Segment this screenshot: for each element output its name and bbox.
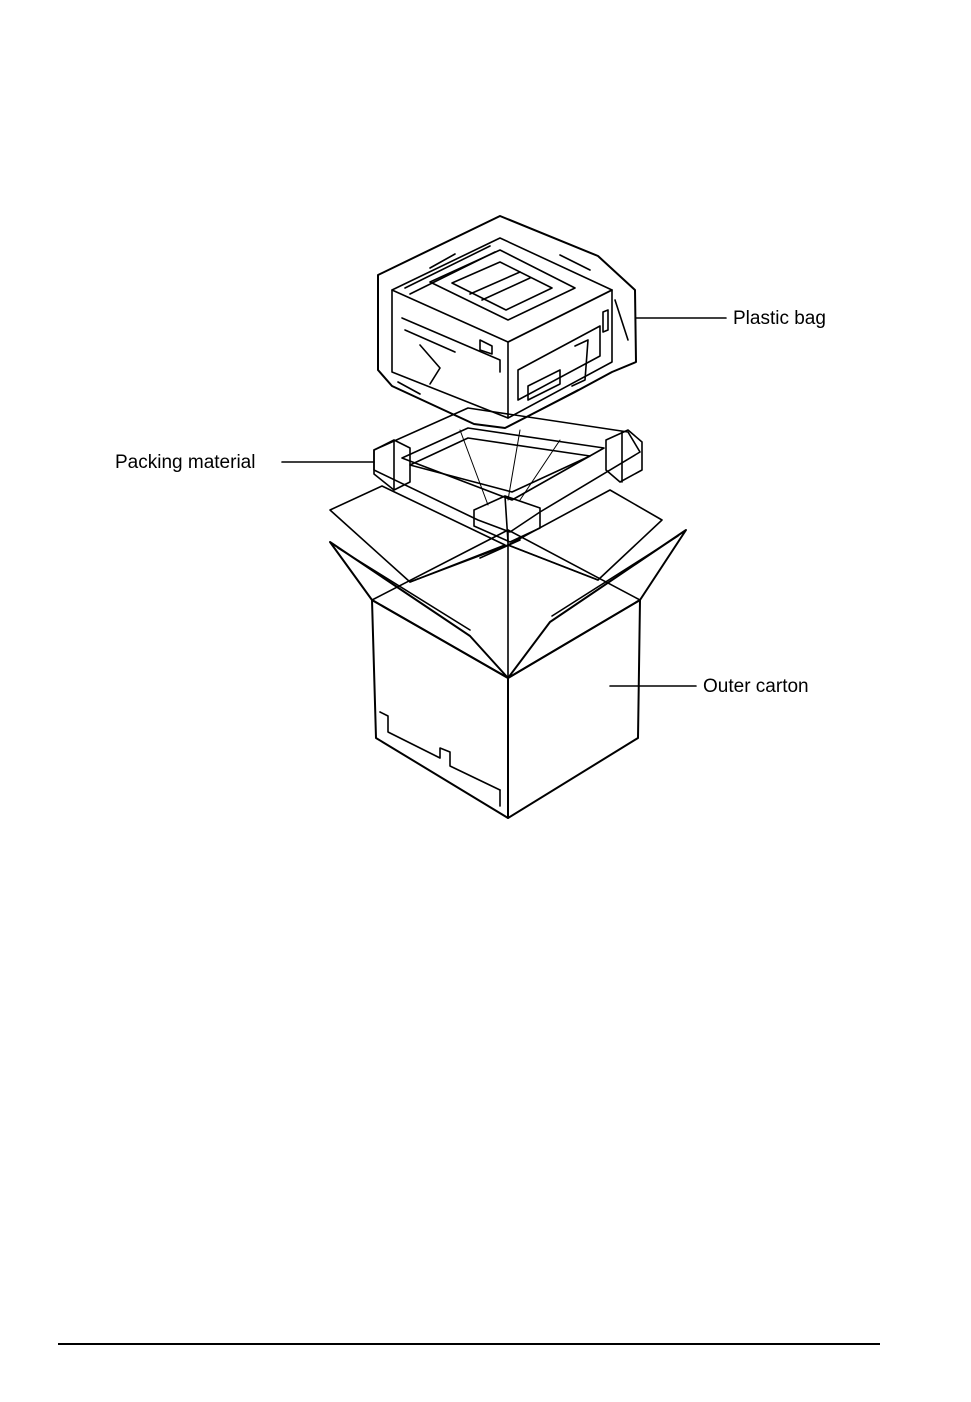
- carton-flap-back-right: [508, 490, 662, 580]
- label-outer-carton: Outer carton: [703, 676, 809, 698]
- printer-in-bag: [378, 216, 636, 428]
- packing-corner-right: [606, 430, 642, 482]
- outer-carton: [330, 486, 686, 818]
- carton-front-left: [372, 600, 508, 818]
- label-plastic-bag: Plastic bag: [733, 308, 826, 330]
- packing-material: [374, 408, 642, 542]
- carton-flap-left: [330, 542, 508, 678]
- packing-corner-left: [374, 440, 410, 490]
- carton-flap-right: [508, 530, 686, 678]
- carton-front-right: [508, 600, 640, 818]
- label-packing-material: Packing material: [115, 452, 255, 474]
- carton-flap-back-left: [330, 486, 505, 582]
- footer-rule: [58, 1343, 880, 1345]
- plastic-bag-outline: [378, 216, 636, 428]
